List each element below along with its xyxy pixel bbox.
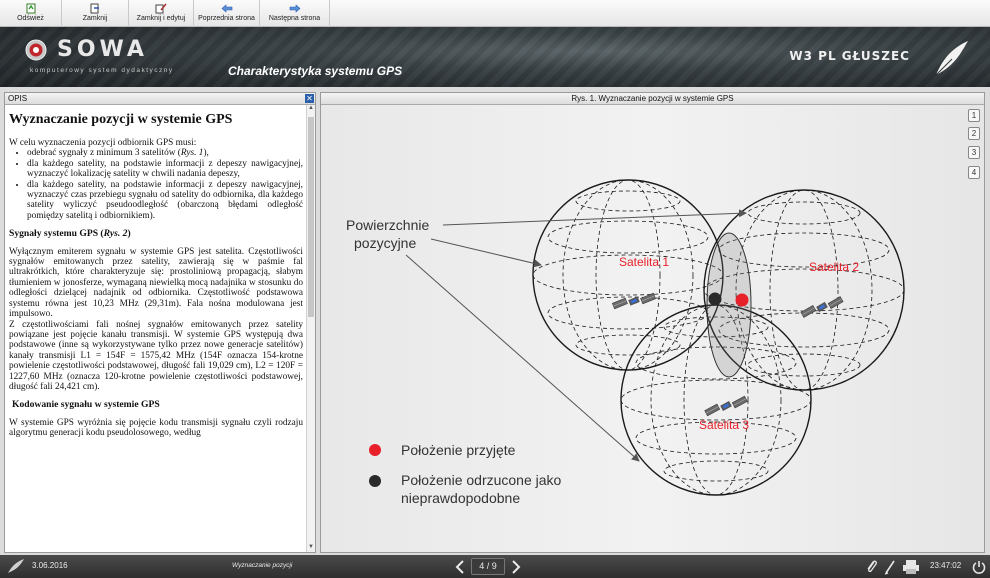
rejected-position-marker [708,292,722,306]
prev-page-button[interactable]: Poprzednia strona [194,0,260,27]
section-heading-coding: Kodowanie sygnału w systemie GPS [12,399,160,411]
paragraph: Z częstotliwościami fali nośnej sygnałów… [9,319,303,392]
intro-text: W celu wyznaczenia pozycji odbiornik GPS… [9,138,303,148]
legend-accepted-dot [369,444,381,456]
figure-panel: Rys. 1. Wyznaczanie pozycji w systemie G… [320,92,985,553]
status-bar: 3.06.2016 Wyznaczanie pozycji 4 / 9 23:4… [0,555,990,578]
page-title: Charakterystyka systemu GPS [228,64,403,78]
surfaces-label-1: Powierzchnie [346,217,429,233]
paragraph: Wyłącznym emiterem sygnału w systemie GP… [9,246,303,320]
logo-emblem-icon [25,39,47,60]
refresh-icon [26,2,36,14]
pen-icon[interactable] [883,559,897,575]
satellite-3-label: Satelita 3 [699,418,749,432]
panel-close-button[interactable]: ✕ [305,94,314,103]
prev-page-label: Poprzednia strona [198,15,255,22]
close-icon: ✕ [306,94,313,103]
sphere-satellite-1 [532,179,724,371]
scrollbar[interactable]: ▲ ▼ [306,105,315,552]
legend-rejected-label-2: nieprawdopodobne [401,490,520,506]
surface-arrows [405,209,747,462]
status-time: 23:47:02 [930,561,962,570]
list-item: dla każdego satelity, na podstawie infor… [27,159,303,180]
figure-page-button[interactable]: 1 [968,109,980,122]
paragraph: W systemie GPS wyróżnia się pojęcie kodu… [9,417,303,439]
description-panel-header: OPIS ✕ [5,93,315,105]
description-title: Wyznaczanie pozycji w systemie GPS [9,112,233,127]
attachment-icon[interactable] [865,559,879,575]
satellite-2-label: Satelita 2 [809,260,859,274]
list-item: dla każdego satelity, na podstawie infor… [27,180,303,222]
close-edit-button[interactable]: Zamknij i edytuj [129,0,194,27]
page-indicator: 4 / 9 [471,558,505,575]
logo-subtitle: komputerowy system dydaktyczny [30,67,174,74]
requirements-list: odebrać sygnały z minimum 3 satelitów (R… [27,148,303,221]
arrow-right-icon [289,2,301,14]
accepted-position-marker [735,293,749,307]
figure-ref-link[interactable]: Rys. 1 [180,148,204,159]
description-panel: OPIS ✕ Wyznaczanie pozycji w systemie GP… [4,92,316,553]
close-doc-icon [90,2,100,14]
next-page-button[interactable]: Następna strona [260,0,330,27]
refresh-label: Odśwież [17,15,44,22]
section-heading-signals: Sygnały systemu GPS (Rys. 2) [9,229,303,239]
description-content: Wyznaczanie pozycji w systemie GPS W cel… [5,105,306,552]
close-label: Zamknij [82,15,108,22]
close-edit-icon [155,2,167,14]
scroll-up-icon[interactable]: ▲ [308,105,314,111]
legend-rejected-label-1: Położenie odrzucone jako [401,472,562,488]
feather-small-icon [8,559,24,573]
list-item-text: odebrać sygnały z minimum 3 satelitów ( [27,148,181,159]
intersection-lens [706,232,752,378]
figure-page-button[interactable]: 3 [968,146,980,159]
feather-logo-icon [935,41,968,76]
satellite-3-icon [704,390,748,422]
printer-icon[interactable] [902,559,920,575]
list-item-text-end: ), [203,148,209,159]
refresh-button[interactable]: Odśwież [0,0,62,27]
gps-diagram: Satelita 1 Satelita 2 Satelita 3 Powierz… [346,179,905,506]
scrollbar-thumb[interactable] [308,117,314,317]
legend-accepted-label: Położenie przyjęte [401,442,516,458]
legend-rejected-dot [369,475,381,487]
total-pages: 9 [491,561,497,571]
surfaces-label-2: pozycyjne [354,235,416,251]
close-edit-label: Zamknij i edytuj [136,15,186,22]
toolbar: Odśwież Zamknij Zamknij i edytuj Poprzed… [0,0,990,27]
logo: SOWA [25,37,148,62]
satellite-1-icon [611,287,657,315]
status-date: 3.06.2016 [32,561,68,570]
status-section: Wyznaczanie pozycji [232,562,293,569]
figure-page-button[interactable]: 4 [968,166,980,179]
scroll-down-icon[interactable]: ▼ [308,544,314,550]
chevron-right-icon[interactable] [511,559,521,574]
page-navigation: 4 / 9 [455,558,521,575]
chevron-left-icon[interactable] [455,559,465,574]
satellite-1-label: Satelita 1 [619,255,669,269]
sphere-satellite-2 [703,189,905,391]
intro-text-a: W celu wyznaczenia pozycji odbiornik GPS… [9,138,197,148]
section-heading-text: Sygnały systemu GPS ( [9,228,104,240]
section-heading-end: ) [127,228,131,240]
aircraft-label: W3 PL GŁUSZEC [789,49,910,63]
list-item: odebrać sygnały z minimum 3 satelitów (R… [27,148,303,158]
figure-caption: Rys. 1. Wyznaczanie pozycji w systemie G… [321,93,984,105]
figure-ref-link[interactable]: Rys. 2 [103,228,128,240]
logo-text: SOWA [57,37,148,62]
description-panel-title: OPIS [8,94,28,103]
figure-page-button[interactable]: 2 [968,127,980,140]
next-page-label: Następna strona [268,15,321,22]
header-banner: SOWA komputerowy system dydaktyczny Char… [0,27,990,87]
current-page: 4 [479,561,485,571]
arrow-left-icon [221,2,233,14]
close-button[interactable]: Zamknij [62,0,129,27]
power-icon[interactable] [972,560,986,574]
